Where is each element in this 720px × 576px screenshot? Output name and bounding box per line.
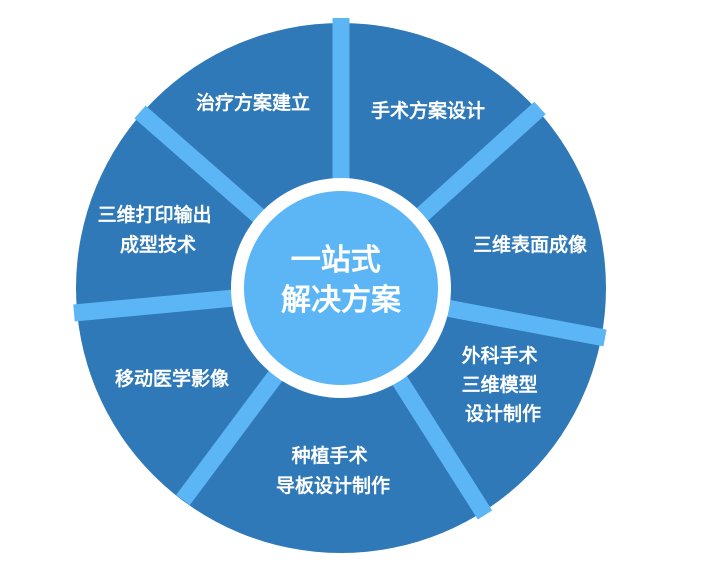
segment-label-3d-printing: 三维打印输出 成型技术 [98,203,219,256]
segment-label-implant-guide: 种植手术 导板设计制作 [276,444,390,497]
segment-label-surgical-3d-model: 外科手术 三维模型 设计制作 [462,344,545,425]
segment-line: 治疗方案建立 [196,91,310,114]
segment-line: 手术方案设计 [371,99,485,122]
center-circle [244,191,438,385]
segment-line: 三维表面成像 [473,233,588,256]
center-title-line-2: 解决方案 [281,283,402,318]
center-title: 一站式 解决方案 [281,243,402,318]
segment-line: 导板设计制作 [276,474,390,497]
segment-label-surgical-plan-design: 手术方案设计 [371,99,485,122]
segment-line: 三维模型 [462,373,538,396]
segment-line: 移动医学影像 [115,367,230,390]
segment-line: 成型技术 [120,233,196,256]
segment-line: 三维打印输出 [98,203,212,226]
segment-label-mobile-medical-imaging: 移动医学影像 [115,367,230,390]
segment-label-treatment-plan: 治疗方案建立 [196,91,310,114]
segment-line: 设计制作 [465,402,541,425]
wheel-dividers [73,18,607,520]
segment-label-3d-surface-imaging: 三维表面成像 [473,233,588,256]
segment-line: 种植手术 [291,444,368,467]
segment-line: 外科手术 [462,344,538,367]
center-title-line-1: 一站式 [291,243,381,278]
